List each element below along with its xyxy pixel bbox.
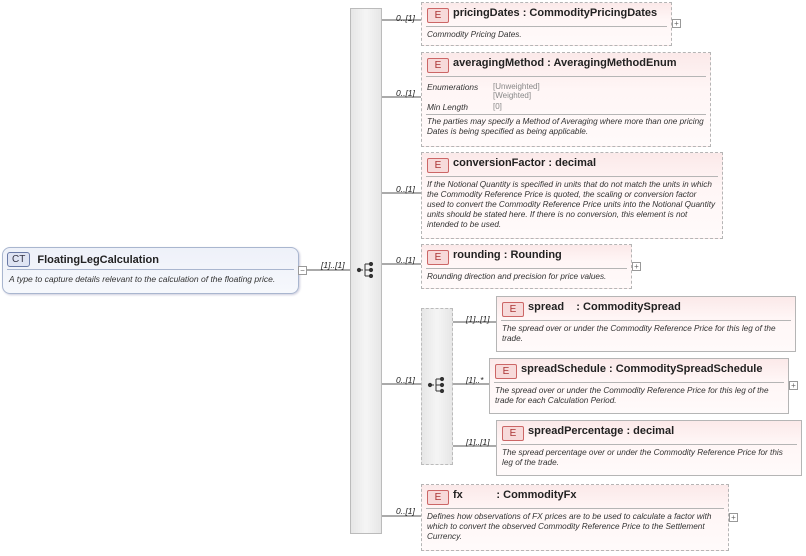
element-rounding[interactable]: E rounding : Rounding Rounding direction…	[421, 244, 632, 289]
element-pricing-dates[interactable]: E pricingDates : CommodityPricingDates C…	[421, 2, 672, 46]
element-spread-percentage[interactable]: E spreadPercentage : decimal The spread …	[496, 420, 802, 476]
element-spread-schedule[interactable]: E spreadSchedule : CommoditySpreadSchedu…	[489, 358, 789, 414]
element-description: If the Notional Quantity is specified in…	[427, 180, 716, 229]
element-type: CommodityFx	[503, 489, 577, 501]
element-type: decimal	[633, 425, 675, 437]
sequence-compositor-nested[interactable]	[421, 308, 453, 465]
divider	[501, 444, 797, 445]
divider	[501, 320, 791, 321]
element-cardinality: [1]..[1]	[466, 314, 490, 324]
element-conversion-factor[interactable]: E conversionFactor : decimal If the Noti…	[421, 152, 723, 239]
complex-type-badge: CT	[7, 252, 31, 267]
sequence-cardinality: [1]..[1]	[321, 260, 345, 270]
enum-value: [Unweighted]	[493, 82, 540, 91]
collapse-toggle-icon[interactable]: −	[298, 266, 307, 275]
sequence-compositor-icon	[427, 377, 445, 393]
enum-value: [Weighted]	[493, 91, 532, 100]
element-description: The spread over or under the Commodity R…	[495, 386, 769, 405]
divider	[426, 268, 627, 269]
element-spread[interactable]: E spread : CommoditySpread The spread ov…	[496, 296, 796, 352]
divider	[426, 508, 724, 509]
divider	[426, 26, 667, 27]
complex-type-box[interactable]: CT FloatingLegCalculation A type to capt…	[2, 247, 299, 294]
divider	[426, 176, 718, 177]
element-name: conversionFactor	[453, 157, 546, 169]
element-badge: E	[502, 426, 524, 441]
complex-type-name: FloatingLegCalculation	[37, 253, 159, 266]
element-name: spread	[528, 301, 565, 313]
element-type: CommodityPricingDates	[529, 7, 658, 19]
element-name: rounding	[453, 249, 501, 261]
element-description: The spread percentage over or under the …	[502, 448, 783, 467]
element-name: spreadPercentage	[528, 425, 624, 437]
element-description: Commodity Pricing Dates.	[427, 30, 522, 39]
min-length-value: [0]	[493, 102, 502, 111]
element-badge: E	[427, 58, 449, 73]
element-badge: E	[502, 302, 524, 317]
element-cardinality: 0..[1]	[396, 506, 415, 516]
element-badge: E	[427, 490, 449, 505]
element-averaging-method[interactable]: E averagingMethod : AveragingMethodEnum …	[421, 52, 711, 147]
choice-cardinality: 0..[1]	[396, 375, 415, 385]
element-type: decimal	[555, 157, 597, 169]
element-cardinality: 0..[1]	[396, 255, 415, 265]
element-badge: E	[427, 158, 449, 173]
element-cardinality: [1]..*	[466, 375, 484, 385]
min-length-label: Min Length	[427, 102, 469, 112]
element-description: Rounding direction and precision for pri…	[427, 272, 607, 281]
element-type: CommoditySpread	[583, 301, 681, 313]
expand-plus-icon[interactable]: +	[729, 513, 738, 522]
divider	[7, 269, 294, 270]
element-description: The spread over or under the Commodity R…	[502, 324, 776, 343]
element-name: averagingMethod	[453, 57, 545, 69]
element-type: CommoditySpreadSchedule	[615, 363, 763, 375]
element-cardinality: 0..[1]	[396, 13, 415, 23]
element-type: AveragingMethodEnum	[553, 57, 677, 69]
element-cardinality: 0..[1]	[396, 184, 415, 194]
expand-plus-icon[interactable]: +	[789, 381, 798, 390]
element-name: spreadSchedule	[521, 363, 606, 375]
element-description: The parties may specify a Method of Aver…	[427, 117, 704, 136]
expand-plus-icon[interactable]: +	[672, 19, 681, 28]
element-description: Defines how observations of FX prices ar…	[427, 512, 712, 541]
element-fx[interactable]: E fx : CommodityFx Defines how observati…	[421, 484, 729, 551]
element-badge: E	[427, 8, 449, 23]
element-name: fx	[453, 489, 463, 501]
element-cardinality: [1]..[1]	[466, 437, 490, 447]
divider	[494, 382, 784, 383]
enumerations-label: Enumerations	[427, 82, 479, 92]
element-cardinality: 0..[1]	[396, 88, 415, 98]
sequence-compositor[interactable]	[350, 8, 382, 534]
element-type: Rounding	[510, 249, 562, 261]
divider	[426, 114, 706, 115]
divider	[426, 76, 706, 77]
complex-type-description: A type to capture details relevant to th…	[9, 274, 276, 284]
element-name: pricingDates	[453, 7, 520, 19]
sequence-compositor-icon	[356, 262, 374, 278]
element-badge: E	[495, 364, 517, 379]
expand-plus-icon[interactable]: +	[632, 262, 641, 271]
element-badge: E	[427, 250, 449, 265]
